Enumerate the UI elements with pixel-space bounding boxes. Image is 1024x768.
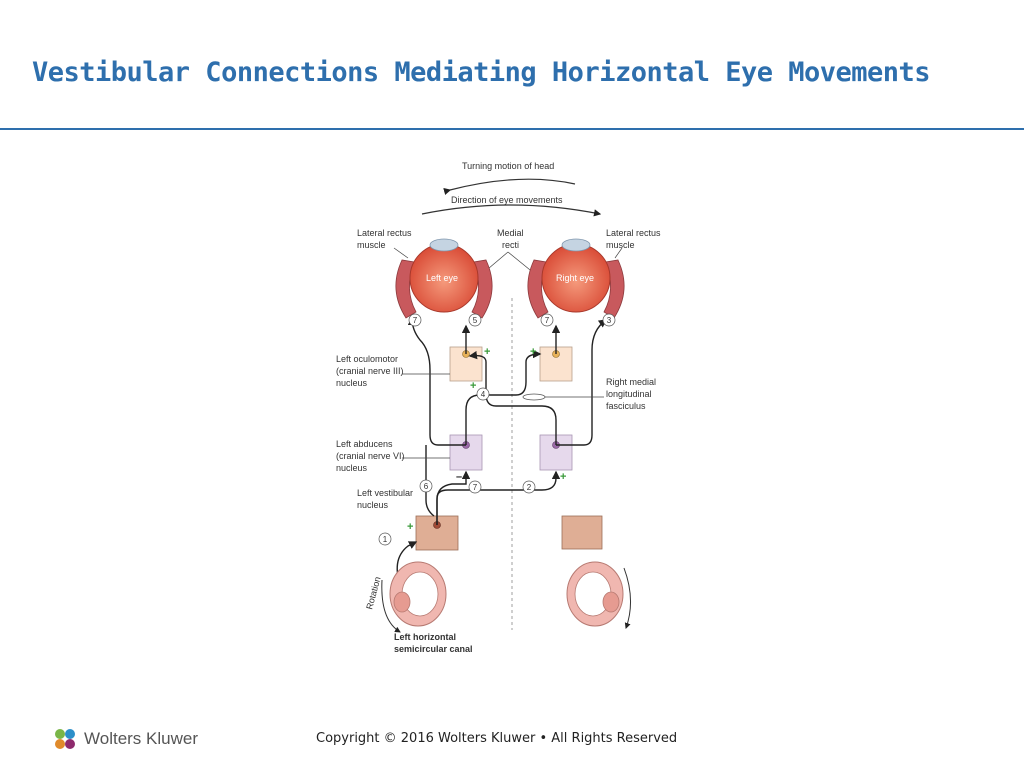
svg-text:–: – [456, 471, 462, 483]
svg-text:+: + [470, 380, 476, 392]
left-eye: Left eye [395, 238, 493, 319]
step-number: 6 [424, 482, 429, 491]
right-eye: Right eye [527, 238, 625, 319]
eye-direction-arrow [421, 204, 602, 217]
svg-text:+: + [484, 346, 490, 358]
step-number: 1 [383, 535, 388, 544]
step-number: 7 [545, 316, 550, 325]
right-vestibular-nucleus [561, 515, 603, 550]
left-oculomotor-label: Left oculomotor(cranial nerve III)nucleu… [336, 354, 404, 388]
step-number: 2 [527, 483, 532, 492]
head-motion-arrow [443, 178, 576, 195]
slide-title: Vestibular Connections Mediating Horizon… [32, 57, 931, 88]
svg-text:+: + [530, 346, 536, 358]
rotation-arrow-left [381, 579, 401, 633]
left-abducens-label: Left abducens(cranial nerve VI)nucleus [336, 439, 405, 473]
left-eye-label: Left eye [426, 273, 458, 283]
eye-direction-label: Direction of eye movements [451, 195, 563, 205]
footer-brand: Wolters Kluwer [84, 729, 198, 748]
step-number: 4 [481, 390, 486, 399]
title-divider [0, 128, 1024, 130]
rotation-arrow-right [623, 567, 631, 629]
rotation-label: Rotation [364, 576, 382, 611]
right-eye-label: Right eye [556, 273, 594, 283]
left-semicircular-canal [389, 561, 447, 627]
step-number: 3 [607, 316, 612, 325]
wolters-kluwer-logo: Wolters Kluwer [52, 726, 198, 752]
vestibular-diagram: Turning motion of head Direction of eye … [330, 150, 690, 662]
mlf-marker [522, 393, 546, 401]
logo-mark-icon [55, 729, 75, 749]
step-number: 7 [473, 483, 478, 492]
head-motion-label: Turning motion of head [462, 161, 554, 171]
step-number: 5 [473, 316, 478, 325]
footer-copyright: Copyright © 2016 Wolters Kluwer • All Ri… [316, 731, 678, 746]
right-semicircular-canal [566, 561, 624, 627]
svg-text:+: + [560, 471, 566, 483]
step-number: 7 [413, 316, 418, 325]
svg-text:+: + [407, 521, 413, 533]
